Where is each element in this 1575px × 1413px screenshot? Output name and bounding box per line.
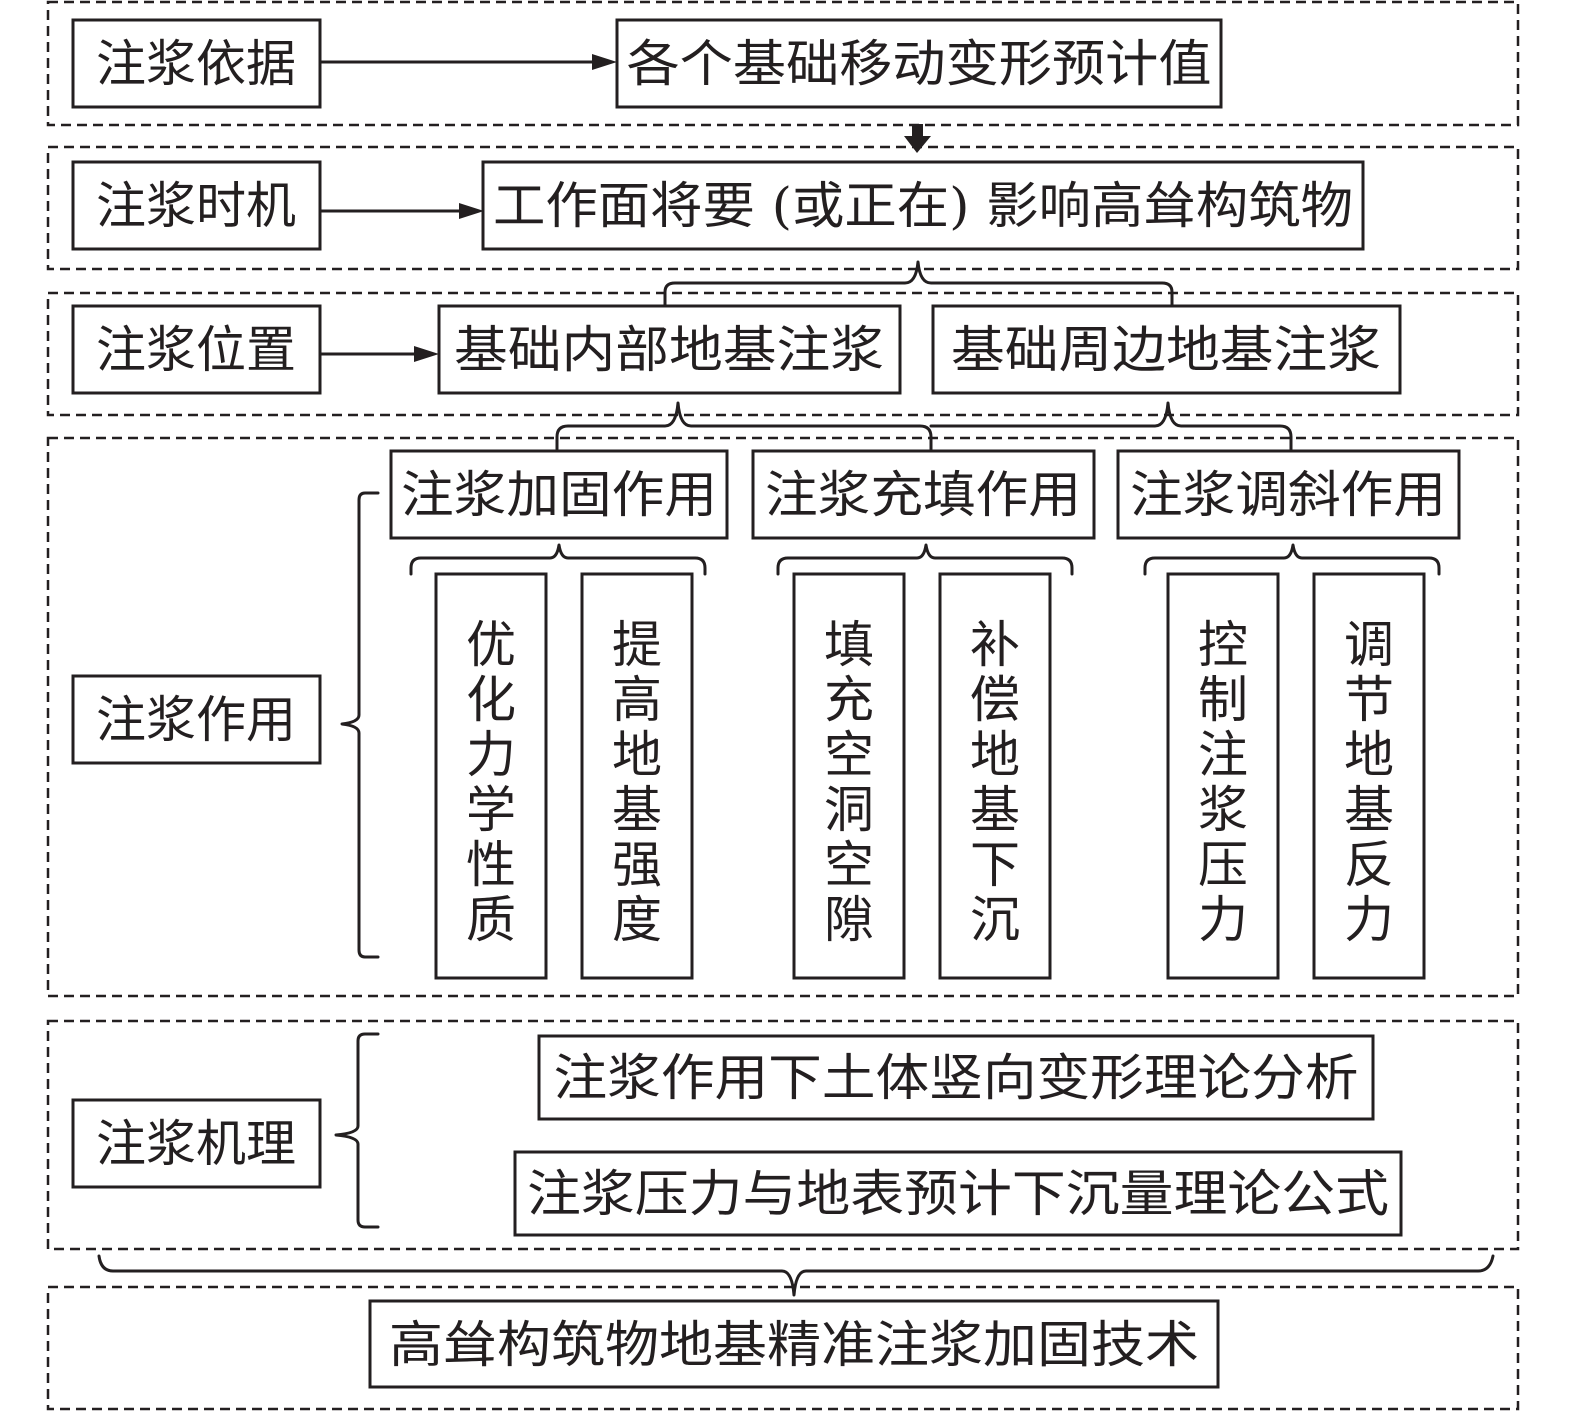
- vertical-char: 力: [1344, 891, 1394, 949]
- brace-fill: [776, 543, 1074, 576]
- down-arrow-shaft: [912, 124, 923, 138]
- mechanism-label: 注浆机理: [96, 1115, 296, 1173]
- effect-label: 注浆作用: [96, 691, 296, 749]
- vertical-char: 空: [824, 726, 874, 784]
- section-mechanism-frame: [46, 1019, 1520, 1251]
- basis-label-box: 注浆依据: [71, 18, 322, 109]
- location-inner-box: 基础内部地基注浆: [437, 304, 902, 395]
- arrow-basis-head: [592, 54, 617, 70]
- vertical-char: 控: [1198, 616, 1248, 674]
- timing-target: 工作面将要 (或正在) 影响高耸构筑物: [493, 177, 1353, 235]
- brace-tilt: [1143, 543, 1441, 576]
- brace-mechanism: [334, 1032, 380, 1229]
- mechanism-item-box: 注浆作用下土体竖向变形理论分析: [537, 1034, 1375, 1121]
- vertical-char: 节: [1344, 671, 1394, 729]
- brace-perimeter-to-groups: [929, 401, 1293, 451]
- item-box: 优化力学性质: [434, 572, 548, 980]
- vertical-char: 制: [1198, 671, 1248, 729]
- item-optimize-mechanics: 优化力学性质: [466, 616, 516, 949]
- location-perimeter-box: 基础周边地基注浆: [931, 304, 1402, 395]
- vertical-char: 填: [824, 616, 874, 674]
- vertical-char: 化: [466, 671, 516, 729]
- location-label: 注浆位置: [96, 321, 296, 379]
- section-basis-frame: [46, 0, 1520, 127]
- mechanism-label-box: 注浆机理: [71, 1098, 322, 1189]
- item-fill-voids: 填充空洞空隙: [824, 616, 874, 949]
- section-timing-frame: [46, 145, 1520, 271]
- brace-effect: [340, 491, 380, 959]
- vertical-char: 地: [612, 726, 662, 784]
- item-compensate-settlement: 补偿地基下沉: [970, 616, 1020, 949]
- vertical-char: 基: [612, 781, 662, 839]
- vertical-char: 偿: [970, 671, 1020, 729]
- section-result-frame: [46, 1285, 1520, 1411]
- item-improve-strength: 提高地基强度: [612, 616, 662, 949]
- vertical-char: 学: [466, 781, 516, 839]
- item-control-pressure: 控制注浆压力: [1198, 616, 1248, 949]
- section-effect-frame: [46, 436, 1520, 998]
- vertical-char: 度: [612, 891, 662, 949]
- group-tilt-box: 注浆调斜作用: [1116, 449, 1461, 540]
- vertical-char: 力: [1198, 891, 1248, 949]
- location-perimeter: 基础周边地基注浆: [951, 321, 1381, 379]
- vertical-char: 补: [970, 616, 1020, 674]
- brace-reinforce: [409, 543, 707, 576]
- vertical-char: 压: [1198, 836, 1248, 894]
- vertical-char: 注: [1198, 726, 1248, 784]
- item-box: 补偿地基下沉: [938, 572, 1052, 980]
- group-fill-title: 注浆充填作用: [765, 466, 1081, 524]
- group-reinforce-box: 注浆加固作用: [389, 449, 729, 540]
- vertical-char: 空: [824, 836, 874, 894]
- mechanism-deformation-analysis: 注浆作用下土体竖向变形理论分析: [554, 1049, 1359, 1107]
- location-label-box: 注浆位置: [71, 304, 322, 395]
- group-reinforce-title: 注浆加固作用: [401, 466, 717, 524]
- item-box: 填充空洞空隙: [792, 572, 906, 980]
- arrow-timing-head: [459, 203, 484, 219]
- basis-target: 各个基础移动变形预计值: [627, 35, 1212, 93]
- mechanism-item-box: 注浆压力与地表预计下沉量理论公式: [513, 1150, 1403, 1237]
- basis-target-box: 各个基础移动变形预计值: [615, 18, 1223, 109]
- vertical-char: 洞: [824, 781, 874, 839]
- group-tilt-title: 注浆调斜作用: [1130, 466, 1446, 524]
- result-box: 高耸构筑物地基精准注浆加固技术: [368, 1299, 1220, 1389]
- vertical-char: 地: [970, 726, 1020, 784]
- vertical-char: 性: [466, 836, 516, 894]
- vertical-char: 充: [824, 671, 874, 729]
- vertical-char: 质: [466, 891, 516, 949]
- item-adjust-reaction: 调节地基反力: [1344, 616, 1394, 949]
- item-box: 控制注浆压力: [1166, 572, 1280, 980]
- arrow-location-head: [414, 346, 439, 362]
- brace-to-result: [97, 1254, 1495, 1297]
- vertical-char: 沉: [970, 891, 1020, 949]
- timing-label-box: 注浆时机: [71, 160, 322, 251]
- basis-label: 注浆依据: [96, 35, 296, 93]
- vertical-char: 基: [1344, 781, 1394, 839]
- timing-label: 注浆时机: [96, 177, 296, 235]
- group-fill-box: 注浆充填作用: [751, 449, 1096, 540]
- brace-timing-to-location: [663, 260, 1174, 307]
- vertical-char: 基: [970, 781, 1020, 839]
- vertical-char: 高: [612, 671, 662, 729]
- location-inner: 基础内部地基注浆: [454, 321, 884, 379]
- vertical-char: 浆: [1198, 781, 1248, 839]
- item-box: 提高地基强度: [580, 572, 694, 980]
- vertical-char: 调: [1344, 616, 1394, 674]
- item-box: 调节地基反力: [1312, 572, 1426, 980]
- vertical-char: 提: [612, 616, 662, 674]
- vertical-char: 反: [1344, 836, 1394, 894]
- mechanism-settlement-formula: 注浆压力与地表预计下沉量理论公式: [527, 1165, 1389, 1223]
- effect-label-box: 注浆作用: [71, 674, 322, 765]
- vertical-char: 力: [466, 726, 516, 784]
- brace-inner-to-groups: [555, 401, 933, 451]
- section-location-frame: [46, 291, 1520, 417]
- result-label: 高耸构筑物地基精准注浆加固技术: [389, 1316, 1199, 1374]
- vertical-char: 隙: [824, 891, 874, 949]
- vertical-char: 下: [970, 836, 1020, 894]
- vertical-char: 优: [466, 616, 516, 674]
- vertical-char: 地: [1344, 726, 1394, 784]
- timing-target-box: 工作面将要 (或正在) 影响高耸构筑物: [481, 160, 1365, 251]
- vertical-char: 强: [612, 836, 662, 894]
- down-arrow-head: [904, 136, 931, 153]
